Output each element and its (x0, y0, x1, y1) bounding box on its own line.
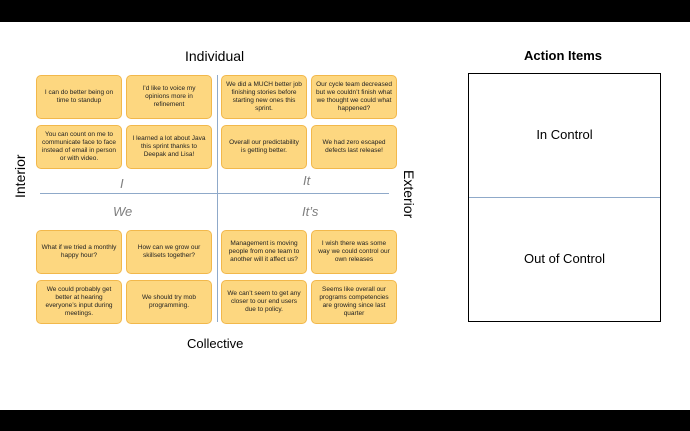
out-of-control-label: Out of Control (524, 251, 605, 266)
letterbox-bottom-bar (0, 410, 690, 431)
sticky-note-i-1[interactable]: I can do better being on time to standup (36, 75, 122, 119)
quadrant-label-it: It (303, 173, 311, 188)
action-items-box: In Control Out of Control (468, 73, 661, 322)
quadrant-label-we: We (113, 204, 133, 219)
axis-label-interior: Interior (12, 154, 28, 198)
action-items-title: Action Items (524, 48, 603, 63)
vertical-axis-line (217, 75, 218, 322)
sticky-note-its-4[interactable]: Seems like overall our programs competen… (311, 280, 397, 324)
sticky-note-i-4[interactable]: I learned a lot about Java this sprint t… (126, 125, 212, 169)
sticky-note-it-2[interactable]: Our cycle team decreased but we couldn’t… (311, 75, 397, 119)
sticky-note-it-1[interactable]: We did a MUCH better job finishing stori… (221, 75, 307, 119)
action-items-divider (469, 197, 660, 198)
axis-label-individual: Individual (185, 48, 245, 64)
sticky-note-i-3[interactable]: You can count on me to communicate face … (36, 125, 122, 169)
axis-label-collective: Collective (187, 336, 244, 351)
sticky-note-we-2[interactable]: How can we grow our skillsets together? (126, 230, 212, 274)
quadrant-label-i: I (120, 176, 124, 191)
horizontal-axis-line (40, 193, 389, 194)
sticky-note-we-4[interactable]: We should try mob programming. (126, 280, 212, 324)
sticky-note-i-2[interactable]: I’d like to voice my opinions more in re… (126, 75, 212, 119)
sticky-note-it-4[interactable]: We had zero escaped defects last release… (311, 125, 397, 169)
sticky-note-we-1[interactable]: What if we tried a monthly happy hour? (36, 230, 122, 274)
sticky-note-we-3[interactable]: We could probably get better at hearing … (36, 280, 122, 324)
sticky-note-its-2[interactable]: I wish there was some way we could contr… (311, 230, 397, 274)
quadrant-label-its: It’s (302, 204, 319, 219)
sticky-note-it-3[interactable]: Overall our predictability is getting be… (221, 125, 307, 169)
sticky-note-its-3[interactable]: We can’t seem to get any closer to our e… (221, 280, 307, 324)
letterbox-top-bar (0, 0, 690, 22)
axis-label-exterior: Exterior (401, 170, 417, 219)
sticky-note-its-1[interactable]: Management is moving people from one tea… (221, 230, 307, 274)
in-control-label: In Control (536, 127, 593, 142)
